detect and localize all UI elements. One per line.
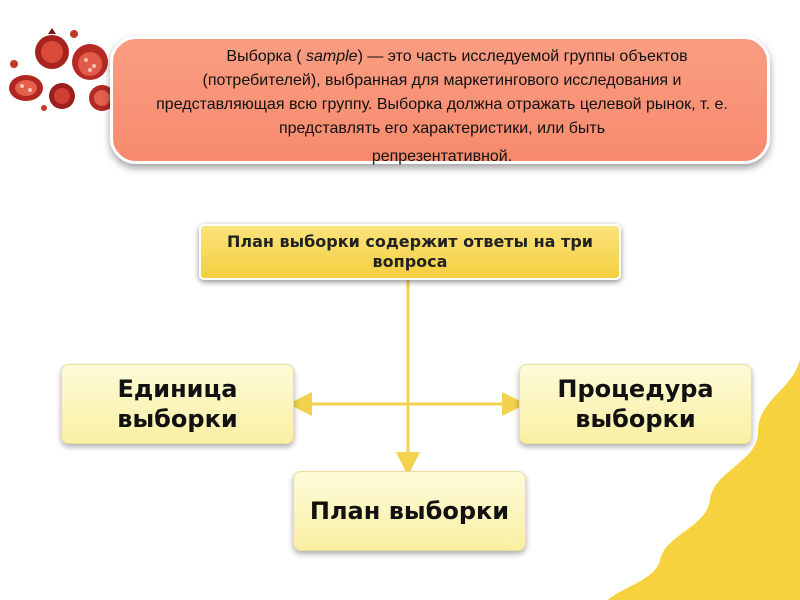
definition-term-english: sample: [306, 48, 358, 65]
sampling-procedure-box: Процедура выборки: [519, 364, 752, 444]
pomegranate-image: [9, 28, 115, 111]
definition-line-start: Выборка (: [226, 48, 306, 65]
definition-text: Выборка ( sample) — это часть исследуемо…: [141, 45, 743, 141]
sampling-procedure-label: Процедура выборки: [557, 375, 714, 433]
sampling-unit-label: Единица выборки: [117, 375, 238, 433]
plan-header-box: План выборки содержит ответы на три вопр…: [199, 224, 621, 280]
definition-body: ) — это часть исследуемой группы объекто…: [156, 48, 728, 137]
definition-callout: Выборка ( sample) — это часть исследуемо…: [110, 36, 770, 165]
plan-header-text: План выборки содержит ответы на три вопр…: [227, 232, 593, 271]
definition-last-line: репрезентативной.: [371, 148, 513, 165]
sample-plan-box: План выборки: [293, 471, 526, 551]
sampling-unit-box: Единица выборки: [61, 364, 294, 444]
sample-plan-label: План выборки: [309, 497, 510, 525]
corner-decoration: [608, 360, 800, 600]
